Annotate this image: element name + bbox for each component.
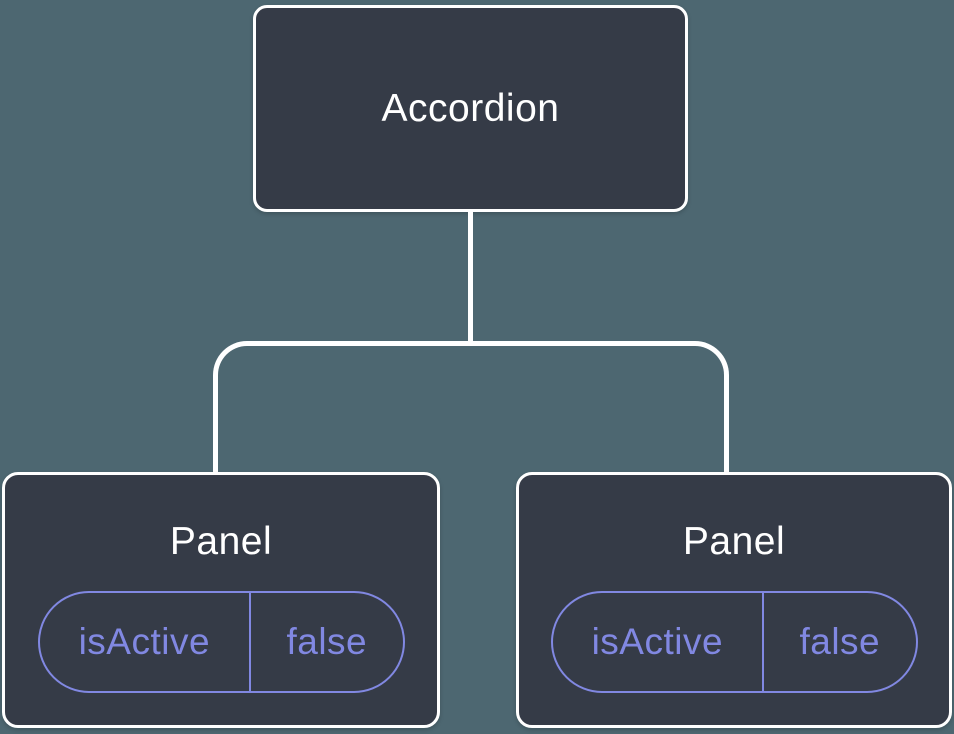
panel-1-state-key: isActive bbox=[40, 593, 252, 691]
tree-node-accordion: Accordion bbox=[253, 5, 688, 212]
connector-stem bbox=[468, 212, 473, 345]
panel-2-state-value: false bbox=[799, 621, 881, 662]
panel-1-state-pill: isActive false bbox=[37, 591, 405, 693]
accordion-node-label: Accordion bbox=[381, 87, 560, 130]
panel-2-state-pill: isActive false bbox=[550, 591, 918, 693]
panel-1-label: Panel bbox=[169, 520, 273, 563]
panel-2-state-key: isActive bbox=[553, 593, 765, 691]
panel-2-label: Panel bbox=[682, 520, 786, 563]
panel-1-state-value: false bbox=[286, 621, 368, 662]
tree-node-panel-2: Panel isActive false bbox=[516, 472, 952, 728]
connector-branch bbox=[213, 341, 729, 472]
tree-node-panel-1: Panel isActive false bbox=[2, 472, 440, 728]
